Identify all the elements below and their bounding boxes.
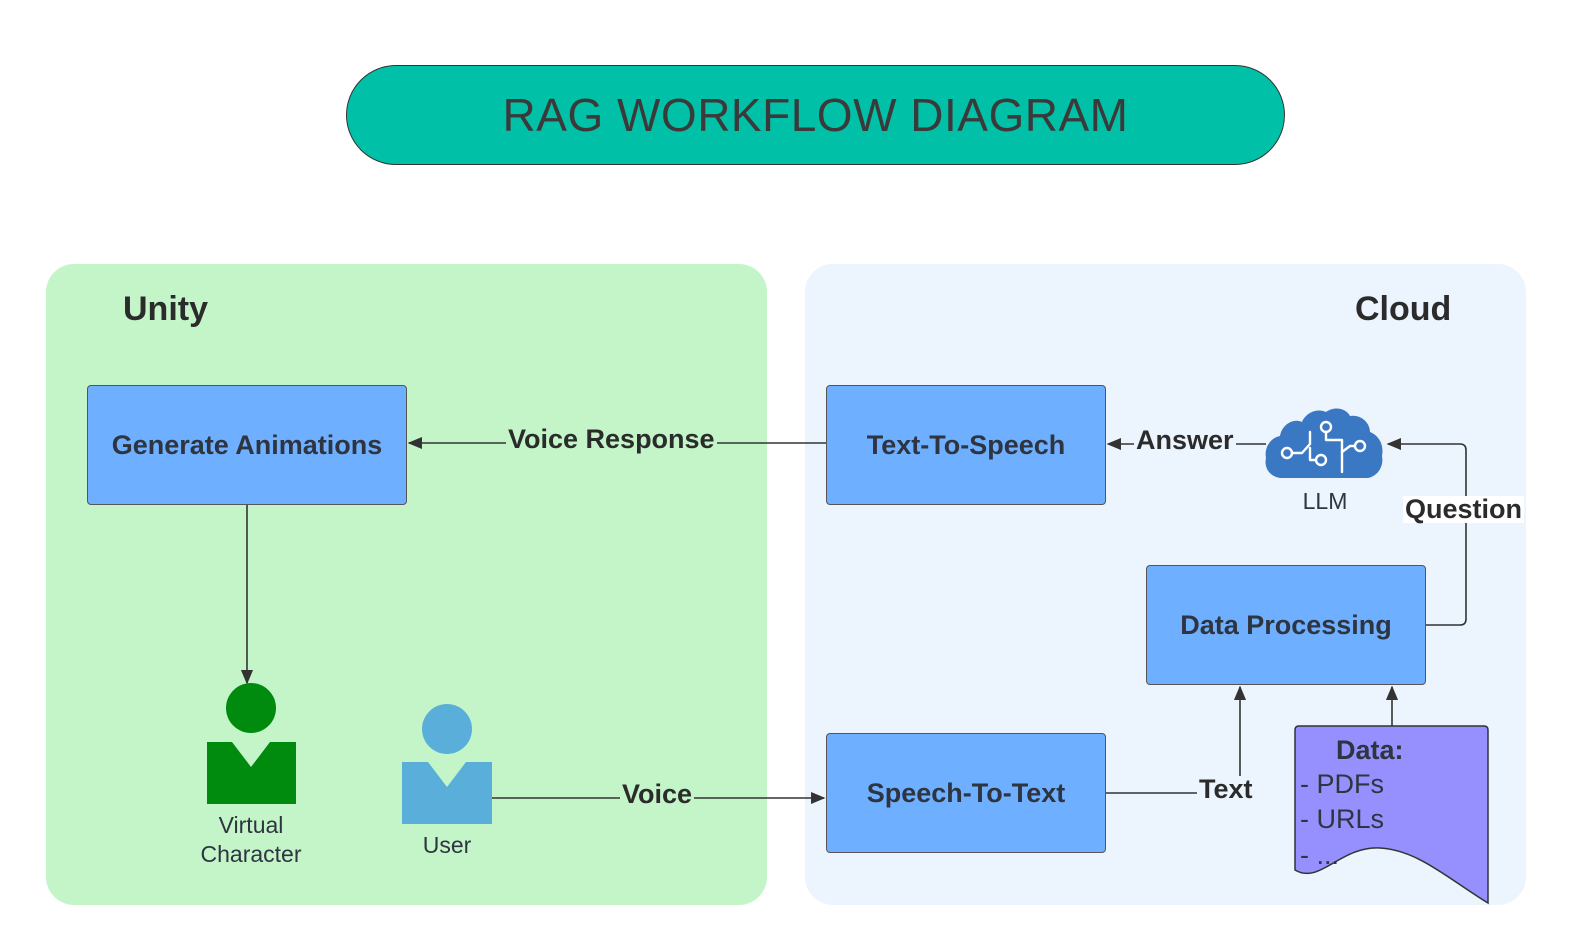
user-icon <box>402 704 492 824</box>
text-to-speech-node[interactable]: Text-To-Speech <box>826 385 1106 505</box>
data-document-item: - URLs <box>1300 804 1385 834</box>
answer-label: Answer <box>1134 425 1236 455</box>
speech-to-text-node[interactable]: Speech-To-Text <box>826 733 1106 853</box>
virtual-character-icon <box>207 683 296 804</box>
question-connector <box>1386 437 1467 626</box>
data-processing-node[interactable]: Data Processing <box>1146 565 1426 685</box>
data-document-item: - PDFs <box>1300 769 1384 799</box>
data-document-item: - ... <box>1300 840 1339 870</box>
text-label: Text <box>1197 774 1255 804</box>
cloud-container-label: Cloud <box>1355 290 1452 328</box>
data-document-heading: Data: <box>1336 735 1404 765</box>
voice-response-label: Voice Response <box>506 424 717 454</box>
user-label: User <box>422 832 472 858</box>
data-document-shape <box>1294 725 1489 905</box>
llm-label: LLM <box>1302 488 1348 514</box>
question-label: Question <box>1403 494 1525 524</box>
unity-container-label: Unity <box>123 290 208 328</box>
generate-animations-node[interactable]: Generate Animations <box>87 385 407 505</box>
virtual-character-label: Virtual Character <box>200 812 302 867</box>
diagram-title: RAG WORKFLOW DIAGRAM <box>346 65 1285 165</box>
voice-label: Voice <box>620 779 695 809</box>
brain-icon <box>1265 408 1383 478</box>
